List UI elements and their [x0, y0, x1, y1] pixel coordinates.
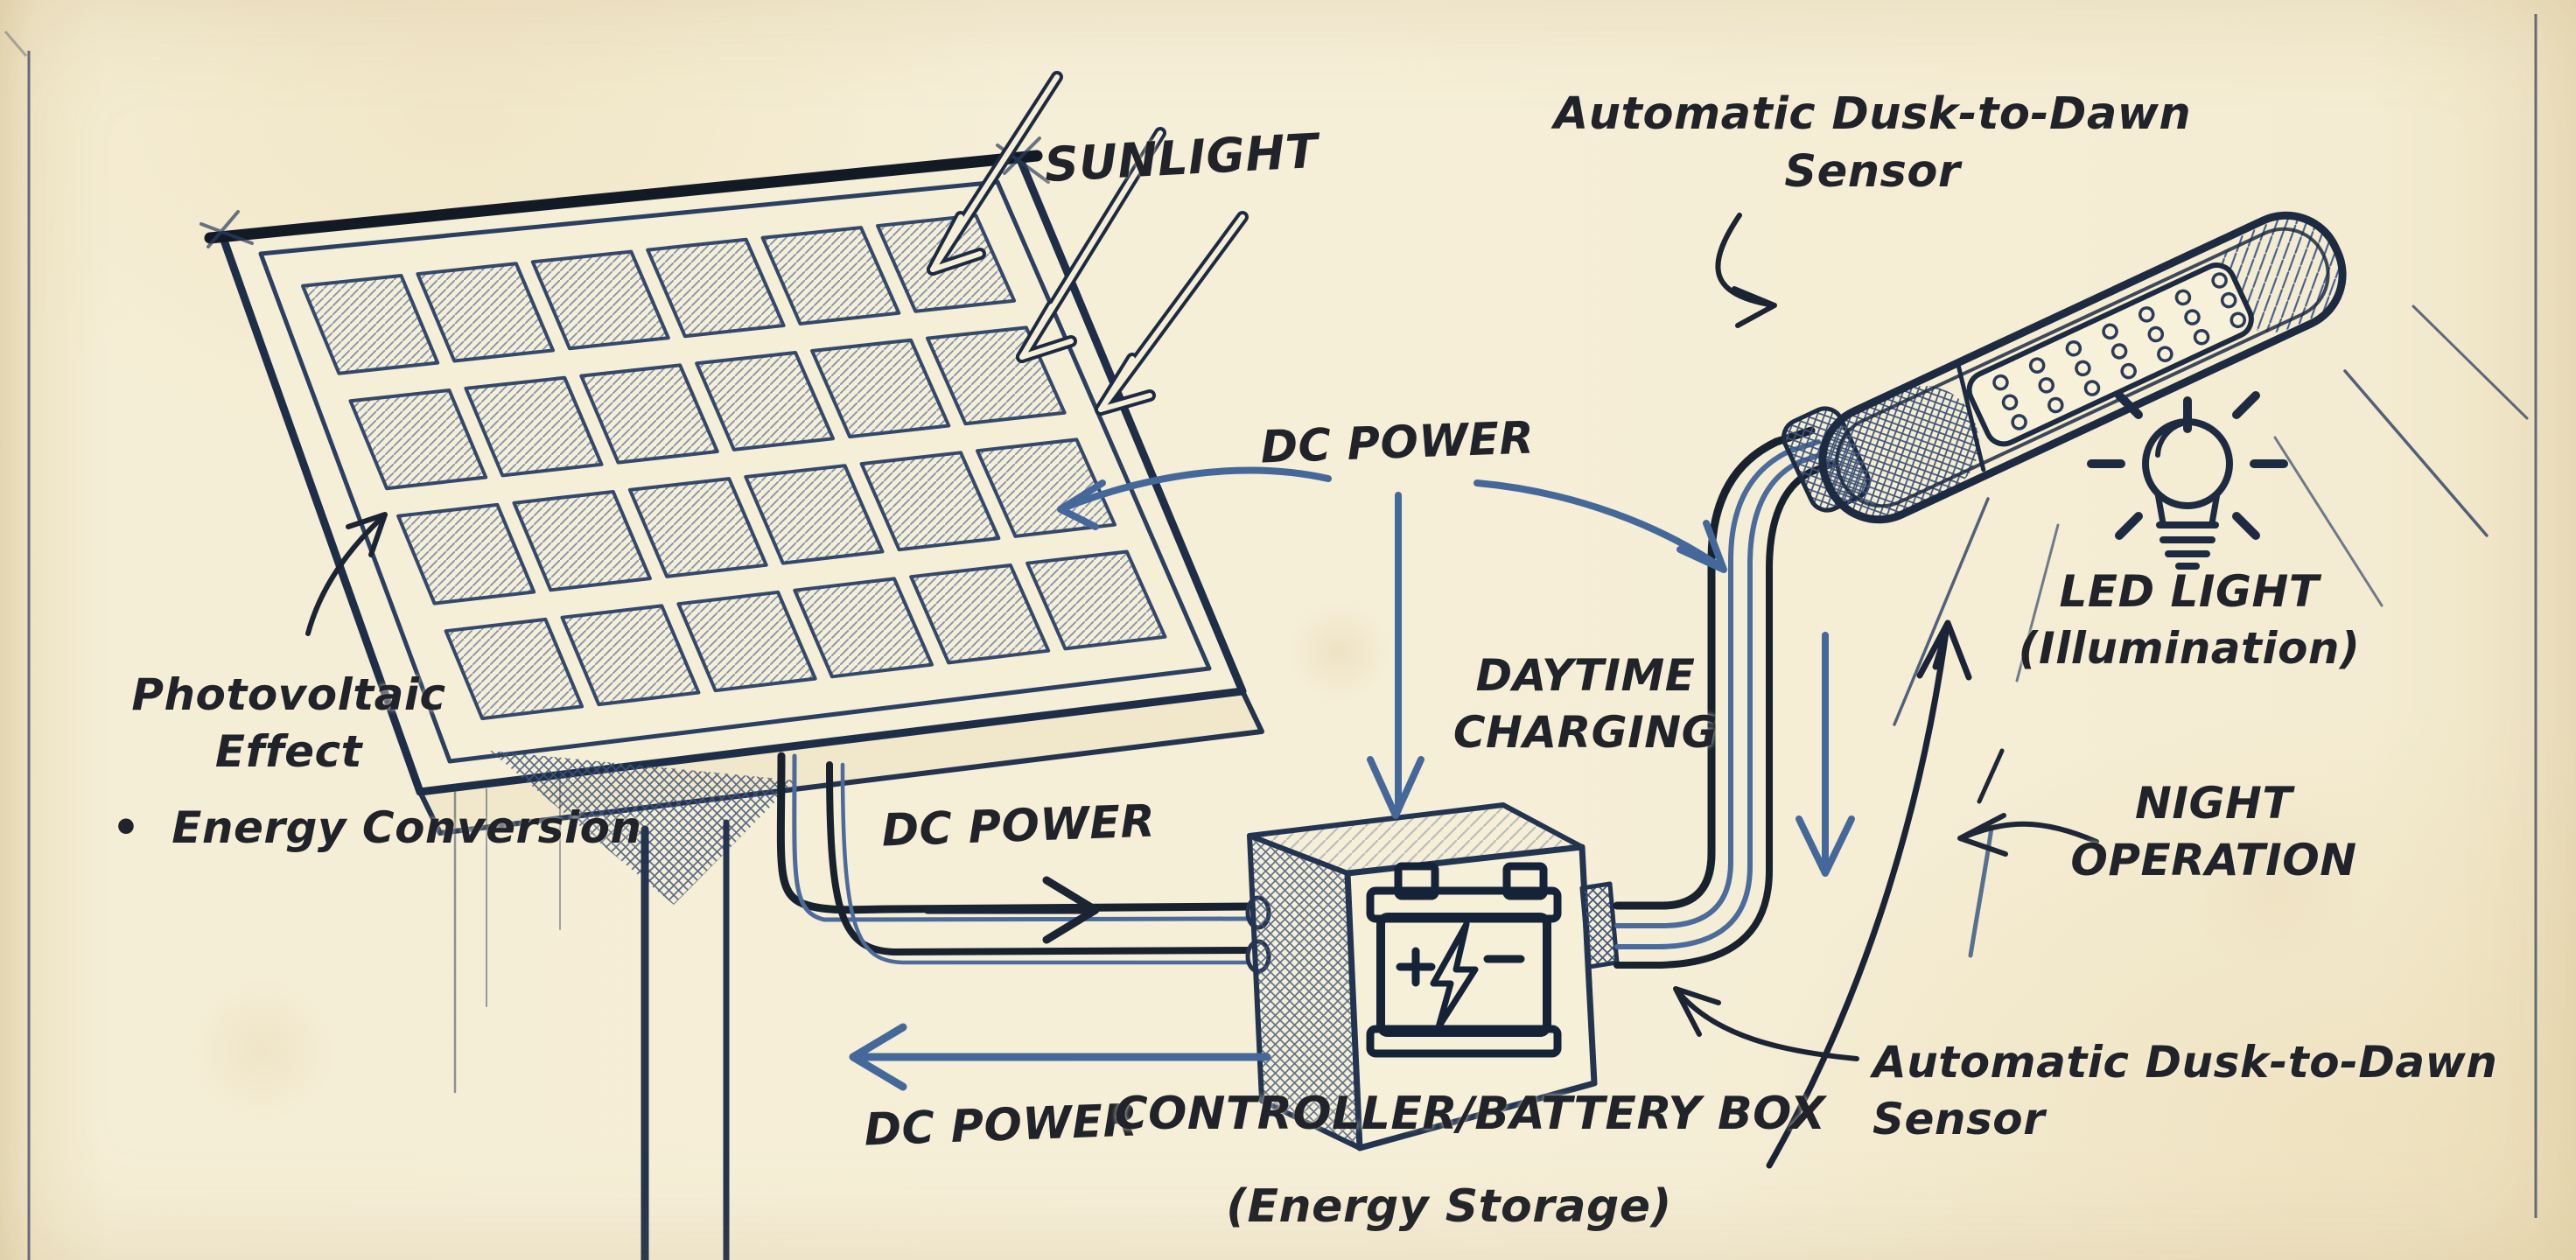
solar-cell	[530, 249, 670, 351]
led-dot	[2120, 362, 2137, 380]
label-sensor-bottom: Automatic Dusk-to-Dawn Sensor	[1872, 1037, 2498, 1144]
solar-cell	[744, 464, 885, 565]
solar-cell	[444, 617, 584, 721]
solar-cell	[348, 388, 488, 491]
led-dot	[2011, 414, 2027, 430]
dc-power-left-arrow	[849, 1023, 1271, 1091]
led-dots	[1992, 272, 2246, 430]
solar-cell	[859, 451, 1001, 552]
battery-box-icon	[1247, 802, 1620, 1152]
led-dot	[2211, 272, 2228, 289]
light-rays	[1893, 304, 2529, 726]
night-operation-label-arrow	[1957, 748, 2099, 857]
label-energy-conversion: • Energy Conversion	[112, 802, 642, 853]
battery-symbol-icon	[1366, 862, 1562, 1058]
wires-panel-to-box	[776, 752, 1271, 974]
label-dc-power-in: DC POWER	[880, 795, 1157, 858]
label-controller-box: CONTROLLER/BATTERY BOX	[1114, 1088, 1826, 1140]
solar-cell	[416, 262, 555, 363]
led-dot	[2220, 291, 2237, 309]
solar-cell	[760, 226, 901, 326]
sunlight-arrows-icon	[927, 71, 1249, 416]
solar-cell	[793, 577, 934, 679]
photovoltaic-arrow	[305, 512, 388, 636]
led-dot	[2048, 396, 2064, 414]
led-dot	[2028, 357, 2046, 374]
led-dot	[2157, 346, 2174, 362]
bulb-rays	[2087, 391, 2288, 540]
led-dot	[2065, 340, 2082, 357]
page-border	[4, 14, 2538, 1260]
solar-cell	[976, 438, 1116, 538]
solar-cell	[810, 338, 951, 439]
solar-cell	[560, 604, 701, 707]
led-dot	[2230, 312, 2246, 329]
label-sensor-top: Automatic Dusk-to-Dawn Sensor	[1553, 88, 2192, 199]
label-dc-power-center: DC POWER	[1259, 412, 1536, 474]
solar-cell	[301, 274, 440, 375]
sensor-bottom-arrow	[1673, 986, 1859, 1061]
solar-cells-grid	[301, 214, 1167, 721]
solar-cell	[579, 363, 719, 465]
led-dot	[2001, 394, 2019, 411]
label-dc-power-out: DC POWER	[863, 1095, 1139, 1157]
dc-power-right-arrow	[923, 876, 1100, 944]
led-dot	[1992, 374, 2009, 391]
night-operation-up-arrow	[1766, 620, 1994, 1169]
solar-cell	[627, 477, 768, 578]
solar-cell	[676, 590, 817, 693]
solar-cell	[396, 502, 536, 606]
led-dot	[2138, 306, 2155, 323]
sensor-top-arrow	[1715, 213, 1777, 328]
led-dot	[2102, 323, 2118, 340]
daytime-charging-arrow	[1796, 632, 1855, 877]
led-dot	[2083, 380, 2101, 396]
led-dot	[2038, 377, 2054, 394]
plus-terminal	[1396, 947, 1436, 987]
label-daytime-charging: DAYTIME CHARGING	[1452, 650, 1718, 758]
led-dot	[2075, 360, 2091, 377]
led-dot	[2147, 326, 2165, 343]
led-dot	[2110, 343, 2128, 360]
solar-cell	[512, 490, 652, 592]
label-energy-storage: (Energy Storage)	[1226, 1180, 1672, 1233]
lightning-bolt-icon	[1430, 920, 1479, 1031]
label-night-operation: NIGHT OPERATION	[2070, 778, 2357, 886]
label-photovoltaic-effect: Photovoltaic Effect	[131, 669, 446, 777]
dc-power-arrows	[1057, 466, 1727, 819]
solar-panel-icon	[200, 136, 1264, 1260]
led-dot	[2193, 328, 2210, 346]
solar-cell	[646, 237, 786, 339]
street-light-head-icon	[1818, 211, 2347, 524]
led-dot	[2174, 289, 2192, 306]
led-bulb-icon	[2087, 391, 2288, 570]
solar-cell	[695, 351, 835, 452]
label-led-light: LED LIGHT (Illumination)	[2018, 566, 2361, 674]
solar-cell	[1026, 550, 1167, 651]
led-dot	[2184, 309, 2201, 326]
annotation-arrows	[305, 213, 2099, 1169]
solar-cell	[464, 375, 604, 478]
led-window	[1966, 262, 2254, 447]
solar-cell	[909, 564, 1051, 665]
